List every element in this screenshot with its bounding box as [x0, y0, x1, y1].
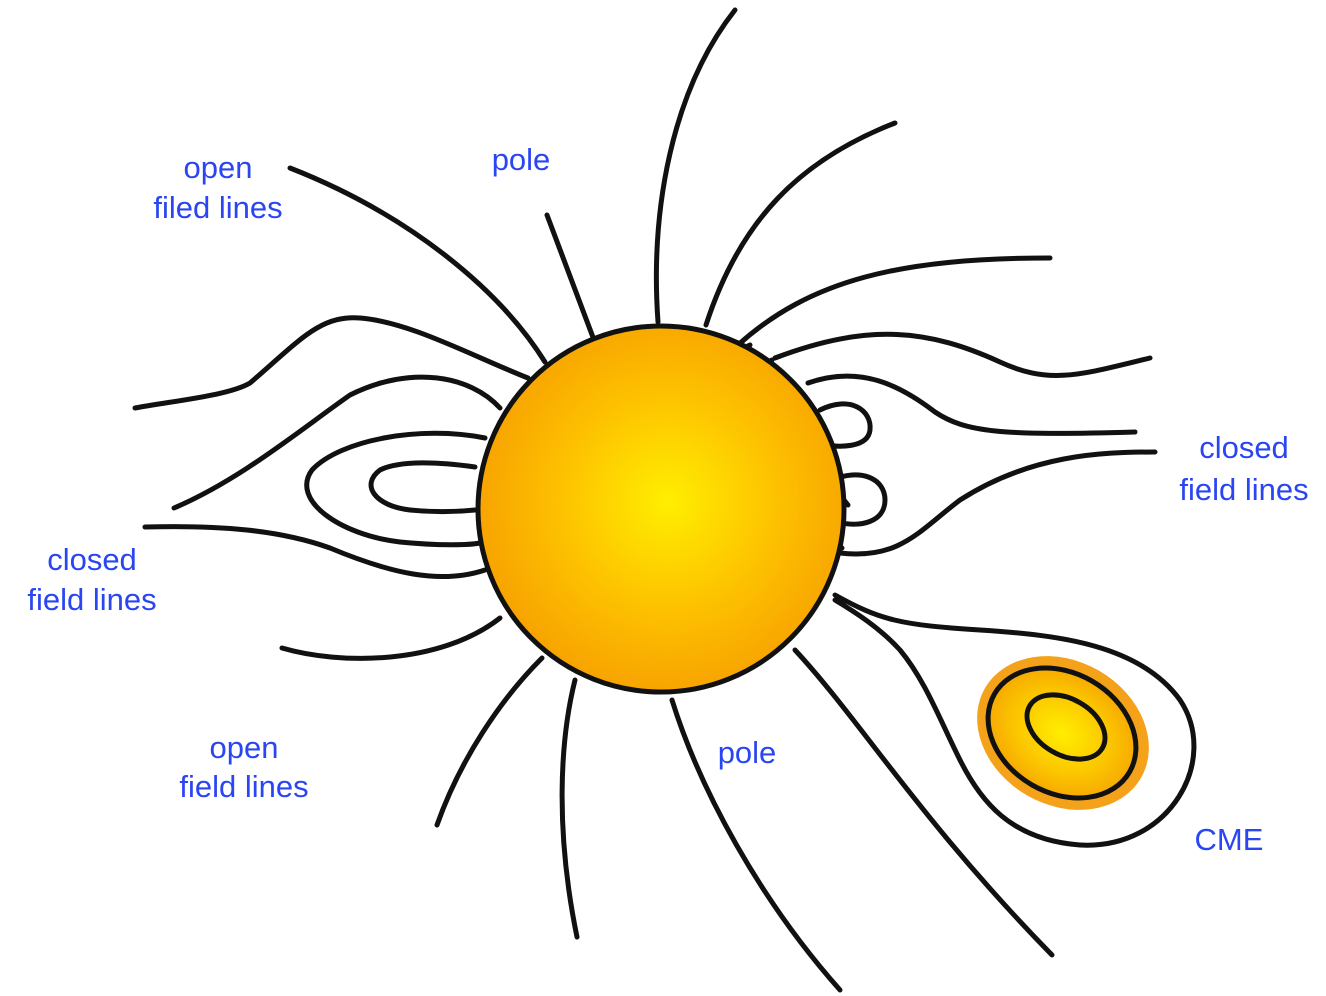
label-closed-left-line1: closed — [47, 542, 137, 577]
sun — [478, 326, 844, 692]
right-field-lines — [808, 376, 1155, 554]
label-open-top-left-line1: open — [184, 150, 253, 185]
open-field-lines-top — [290, 10, 1150, 375]
field-line — [775, 334, 1150, 375]
left-field-lines — [135, 318, 528, 659]
field-line — [174, 377, 500, 508]
field-line — [706, 123, 895, 325]
field-line — [547, 215, 597, 348]
label-cme: CME — [1195, 822, 1264, 857]
cme-body — [964, 642, 1159, 824]
label-open-bottom-left-line1: open — [210, 730, 279, 765]
field-line — [562, 680, 577, 937]
field-line — [307, 433, 485, 544]
field-line — [371, 463, 475, 512]
cme-structure — [835, 595, 1194, 845]
label-closed-right-line2: field lines — [1179, 472, 1308, 507]
label-open-bottom-left-line2: field lines — [179, 769, 308, 804]
open-field-lines-bottom — [437, 650, 1052, 990]
field-line — [145, 527, 485, 577]
label-open-top-left-line2: filed lines — [153, 190, 282, 225]
label-pole-top: pole — [492, 142, 551, 177]
label-closed-left-line2: field lines — [27, 582, 156, 617]
label-pole-bottom: pole — [718, 735, 777, 770]
label-closed-right-line1: closed — [1199, 430, 1289, 465]
field-line — [437, 658, 542, 825]
field-line — [282, 618, 500, 658]
field-line — [135, 318, 528, 408]
